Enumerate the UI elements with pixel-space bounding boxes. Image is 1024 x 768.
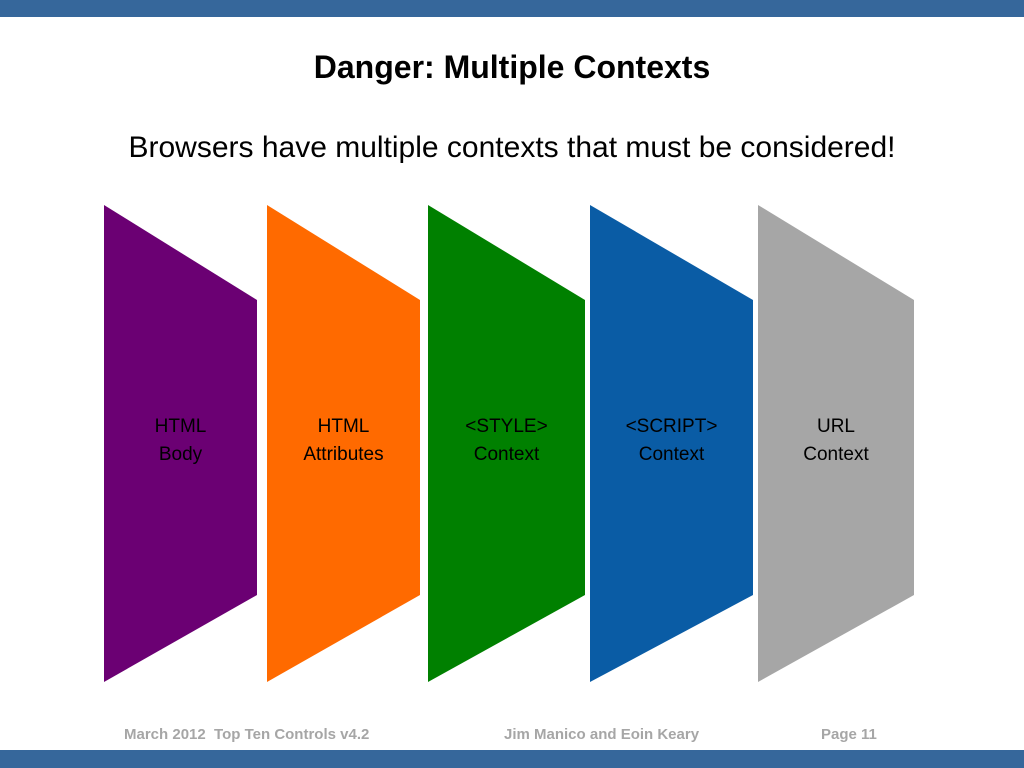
chevron-shape-svg xyxy=(758,205,914,682)
chevron-shape xyxy=(428,205,585,682)
footer-date-deck: March 2012 Top Ten Controls v4.2 xyxy=(124,726,370,743)
footer-authors: Jim Manico and Eoin Keary xyxy=(504,726,700,743)
bottom-accent-bar xyxy=(0,750,1024,768)
chevron-step-5[interactable]: URL Context xyxy=(758,195,914,695)
slide-footer: March 2012 Top Ten Controls v4.2 Jim Man… xyxy=(0,722,1024,748)
slide-subtitle: Browsers have multiple contexts that mus… xyxy=(128,131,896,164)
chevron-shape xyxy=(590,205,753,682)
chevron-shape-svg xyxy=(428,205,585,682)
top-accent-bar xyxy=(0,0,1024,17)
chevron-shape xyxy=(104,205,257,682)
chevron-shape-svg xyxy=(267,205,420,682)
chevron-shape-svg xyxy=(590,205,753,682)
chevron-step-3[interactable]: <STYLE> Context xyxy=(428,195,585,695)
chevron-step-4[interactable]: <SCRIPT> Context xyxy=(590,195,753,695)
chevron-step-1[interactable]: HTML Body xyxy=(104,195,257,695)
chevron-shape-svg xyxy=(104,205,257,682)
footer-page-number: Page 11 xyxy=(821,726,877,743)
page-title: Danger: Multiple Contexts xyxy=(313,49,711,85)
chevron-shape xyxy=(758,205,914,682)
chevron-step-2[interactable]: HTML Attributes xyxy=(267,195,420,695)
chevron-shape xyxy=(267,205,420,682)
